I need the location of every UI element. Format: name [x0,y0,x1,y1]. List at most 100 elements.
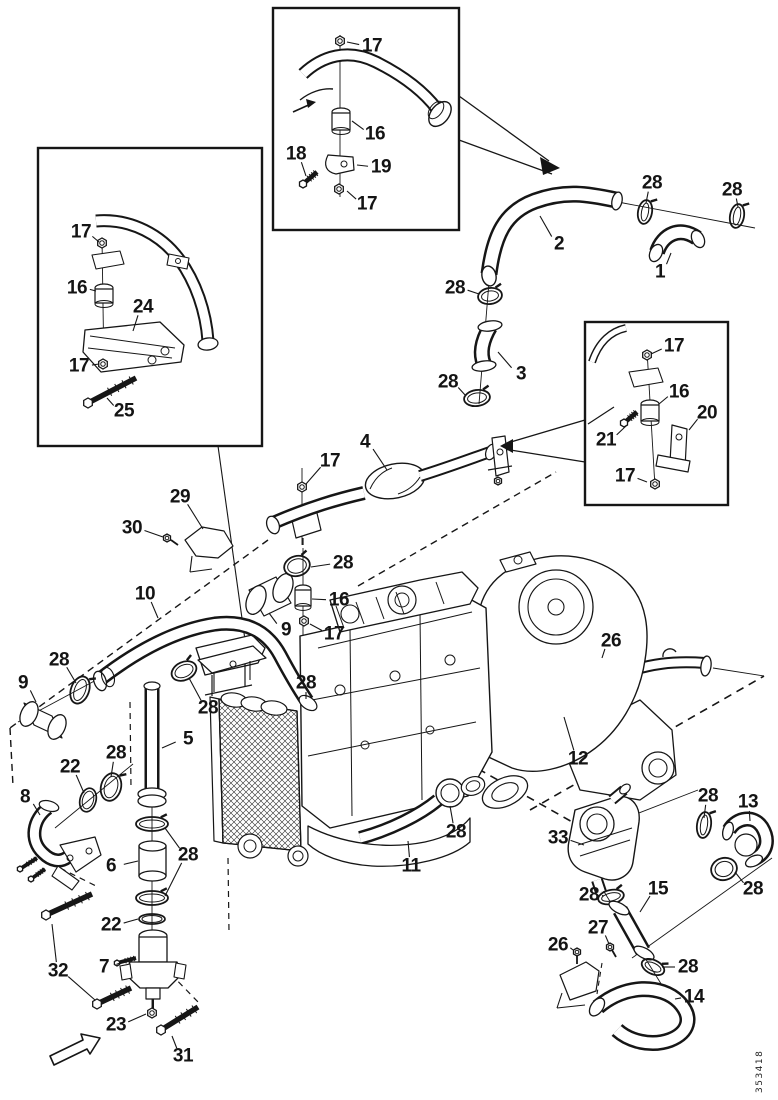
part-callout-17-5: 17 [71,222,91,243]
part-callout-28-55: 28 [579,885,599,906]
line-art [9,95,774,1066]
part-callout-9-33: 9 [18,673,28,694]
callout-leader [457,387,467,397]
callout-leader [467,289,480,295]
part-callout-28-40: 28 [178,845,198,866]
part-callout-28-31: 28 [296,673,316,694]
callout-leader [91,363,100,366]
callout-leader [67,976,96,1001]
callout-leader [351,120,365,131]
part-callout-11-48: 11 [401,856,421,877]
callout-leader [127,1013,147,1023]
callout-leader [164,827,181,849]
part-callout-28-58: 28 [678,957,698,978]
callout-leader [311,598,327,601]
callout-leader [106,397,115,406]
callout-leader [116,957,134,965]
part-callout-28-16: 28 [642,173,662,194]
part-callout-17-0: 17 [362,36,382,57]
inset-box-top-center-detail [271,6,461,232]
part-callout-28-19: 28 [445,278,465,299]
part-callout-25-9: 25 [114,401,135,422]
part-callout-15-54: 15 [648,879,669,900]
callout-leader [563,716,575,751]
callout-leader [150,601,159,619]
part-callout-24-7: 24 [133,297,154,318]
callout-leader [66,666,77,684]
part-callout-14-59: 14 [684,987,705,1008]
part-callout-28-34: 28 [49,650,69,671]
callout-leader [132,315,139,332]
part-callout-7-43: 7 [99,957,109,978]
callout-leader [89,288,97,292]
part-callout-26-57: 26 [548,935,568,956]
part-callout-26-32: 26 [601,631,621,652]
callout-leader [616,425,627,436]
part-callout-10-26: 10 [135,584,155,605]
inset-line-art [82,35,691,490]
part-callout-12-47: 12 [568,749,588,770]
part-callout-27-56: 27 [588,918,608,939]
part-callout-9-29: 9 [281,620,291,641]
callout-leader [666,252,672,265]
part-callout-8-39: 8 [20,787,30,808]
callout-leader [497,351,513,369]
callout-leader [449,805,454,824]
callout-leader [310,563,331,568]
part-callout-16-28: 16 [329,590,349,611]
part-callout-3-20: 3 [516,364,526,385]
callout-leader [658,396,669,405]
callout-leader [570,839,585,846]
callout-leader [164,862,183,897]
callout-leader [75,774,85,794]
callout-leader [51,923,57,963]
part-callout-22-42: 22 [101,915,121,936]
part-callout-28-27: 28 [333,553,353,574]
callout-leader [604,935,610,945]
part-callout-4-22: 4 [360,432,371,453]
callout-leader [372,448,388,471]
callout-leader [639,895,651,913]
part-callout-18-2: 18 [286,144,306,165]
part-callout-2-15: 2 [554,234,564,255]
callout-leader [688,418,698,431]
callout-leader [601,648,606,659]
callout-leader [188,677,202,701]
part-callout-17-10: 17 [664,336,684,357]
figure-number: 353418 [755,1049,765,1093]
callout-leader [734,871,744,884]
callout-leader [171,1035,178,1049]
callout-leader [268,612,278,624]
part-callout-17-8: 17 [69,356,89,377]
part-callout-5-36: 5 [183,729,194,750]
callout-leader [161,741,176,749]
part-callout-33-50: 33 [548,828,568,849]
callout-leader [346,190,357,200]
part-callout-17-23: 17 [320,451,340,472]
part-callout-1-18: 1 [655,262,666,283]
callout-leader [645,191,649,204]
part-callout-29-24: 29 [170,487,190,508]
inset-box-top-left-detail [36,146,264,448]
part-callout-16-6: 16 [67,278,87,299]
part-callout-23-45: 23 [106,1015,126,1036]
part-callout-28-21: 28 [438,372,458,393]
callout-leader [309,623,323,632]
part-callout-28-38: 28 [106,743,126,764]
part-callout-16-1: 16 [365,124,385,145]
part-callout-28-53: 28 [743,879,763,900]
callout-leader [92,235,100,243]
callout-leader [123,918,139,924]
callout-leader [539,215,553,237]
part-callout-31-46: 31 [173,1046,194,1067]
callout-leader [187,504,204,530]
callout-leader [110,761,114,778]
callout-leader [300,162,307,177]
part-callout-13-52: 13 [738,792,758,813]
part-callout-21-13: 21 [596,430,617,451]
callout-leader [32,803,41,816]
part-callout-28-17: 28 [722,180,742,201]
callout-leader [637,477,648,483]
